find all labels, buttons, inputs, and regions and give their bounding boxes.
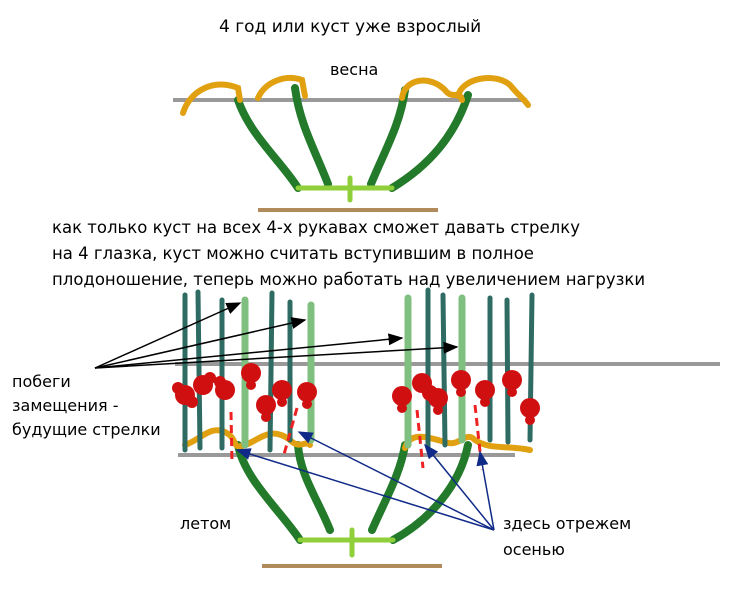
description-line: на 4 глазка, куст можно считать вступивш… xyxy=(52,244,534,263)
grape-clusters xyxy=(172,363,540,425)
summer-vine xyxy=(94,287,720,568)
cut-label: осенью xyxy=(503,540,565,559)
spring-label: весна xyxy=(330,60,379,79)
shoot-arrows xyxy=(94,302,459,369)
grape-cluster xyxy=(172,382,198,408)
diagram-title: 4 год или куст уже взрослый xyxy=(219,17,482,37)
cut-arrows xyxy=(235,431,495,531)
grape-cluster xyxy=(297,382,317,409)
grape-cluster xyxy=(256,395,276,422)
trunk xyxy=(295,175,395,203)
grape-cluster xyxy=(272,380,292,407)
summer-label: летом xyxy=(180,514,232,533)
grape-cluster xyxy=(428,388,448,415)
shoots xyxy=(182,287,535,453)
description-line: плодоношение, теперь можно работать над … xyxy=(52,270,646,289)
grape-cluster xyxy=(502,370,522,397)
canes xyxy=(180,75,531,116)
grape-cluster xyxy=(475,380,495,407)
grape-cluster xyxy=(241,363,261,390)
grape-cluster xyxy=(520,398,540,425)
shoots-label: будущие стрелки xyxy=(12,420,161,439)
arms xyxy=(234,84,472,192)
spring-vine xyxy=(173,75,531,212)
cut-label: здесь отрежем xyxy=(503,514,632,533)
grape-cluster xyxy=(193,372,216,395)
shoots-label: побеги xyxy=(12,372,71,391)
shoots-label: замещения - xyxy=(12,396,119,415)
grape-cluster xyxy=(392,386,412,413)
grape-cluster xyxy=(451,370,471,397)
trunk xyxy=(297,527,396,558)
grape-cluster xyxy=(214,376,235,400)
description-line: как только куст на всех 4-х рукавах смож… xyxy=(52,218,580,237)
